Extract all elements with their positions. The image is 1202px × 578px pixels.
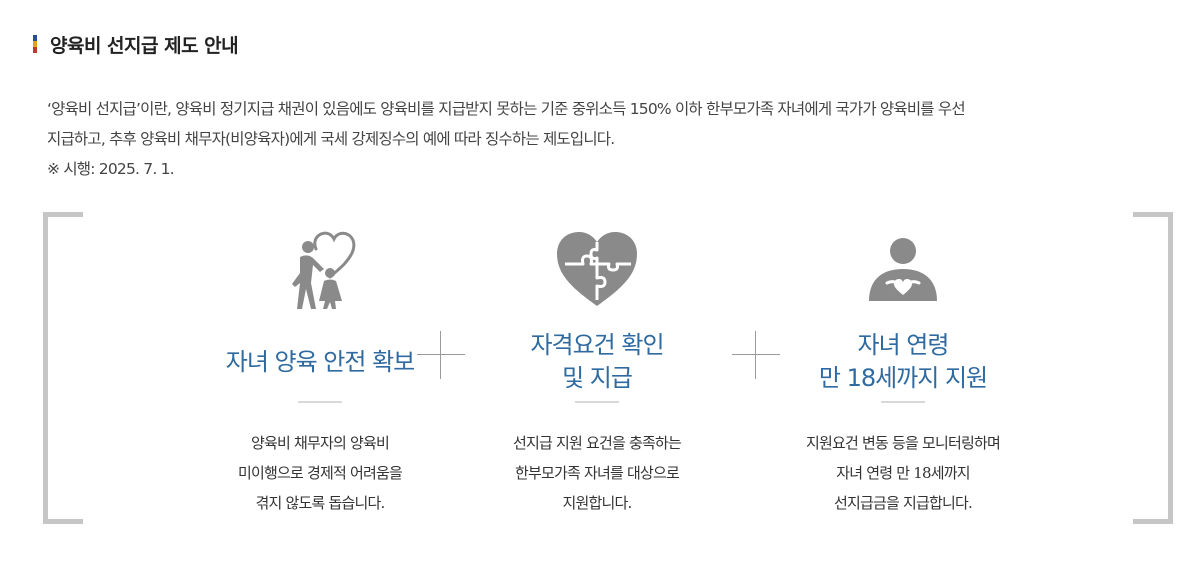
plus-separator (732, 331, 780, 379)
feature-eligibility: 자격요건 확인 및 지급 선지급 지원 요건을 충족하는 한부모가족 자녀를 대… (417, 212, 777, 524)
feature-description: 선지급 지원 요건을 충족하는 한부모가족 자녀를 대상으로 지원합니다. (417, 428, 777, 518)
intro-line-1: ‘양육비 선지급’이란, 양육비 정기지급 채권이 있음에도 양육비를 지급받지… (47, 100, 966, 118)
marker-yellow (33, 41, 37, 47)
feature-heading: 자격요건 확인 및 지급 (417, 322, 777, 402)
feature-desc-line: 양육비 채무자의 양육비 (251, 434, 390, 452)
feature-desc-line: 선지급금을 지급합니다. (834, 494, 973, 512)
parent-child-heart-icon (272, 228, 368, 312)
effective-date: ※ 시행: 2025. 7. 1. (47, 160, 175, 178)
feature-desc-line: 한부모가족 자녀를 대상으로 (515, 464, 680, 482)
feature-heading-line: 자녀 양육 안전 확보 (225, 347, 416, 376)
feature-description: 지원요건 변동 등을 모니터링하며 자녀 연령 만 18세까지 선지급금을 지급… (723, 428, 1083, 518)
person-holding-heart-icon (855, 228, 951, 312)
right-bracket (1133, 212, 1173, 524)
feature-age-limit: 자녀 연령 만 18세까지 지원 지원요건 변동 등을 모니터링하며 자녀 연령… (723, 212, 1083, 524)
feature-divider (575, 401, 619, 403)
intro-text: ‘양육비 선지급’이란, 양육비 정기지급 채권이 있음에도 양육비를 지급받지… (47, 94, 1177, 184)
feature-desc-line: 선지급 지원 요건을 충족하는 (513, 434, 682, 452)
feature-panel: 자녀 양육 안전 확보 양육비 채무자의 양육비 미이행으로 경제적 어려움을 … (43, 212, 1173, 524)
feature-desc-line: 겪지 않도록 돕습니다. (255, 494, 386, 512)
marker-red (33, 47, 37, 53)
marker-blue (33, 35, 37, 41)
feature-description: 양육비 채무자의 양육비 미이행으로 경제적 어려움을 겪지 않도록 돕습니다. (140, 428, 500, 518)
feature-heading-line: 자격요건 확인 (530, 331, 664, 359)
page-title: 양육비 선지급 제도 안내 (50, 34, 239, 57)
feature-desc-line: 자녀 연령 만 18세까지 (836, 464, 970, 482)
feature-heading-line: 만 18세까지 지원 (818, 364, 988, 392)
feature-desc-line: 미이행으로 경제적 어려움을 (238, 464, 403, 482)
feature-heading: 자녀 양육 안전 확보 (140, 322, 500, 402)
feature-desc-line: 지원요건 변동 등을 모니터링하며 (806, 434, 1001, 452)
feature-child-safety: 자녀 양육 안전 확보 양육비 채무자의 양육비 미이행으로 경제적 어려움을 … (140, 212, 500, 524)
feature-desc-line: 지원합니다. (562, 494, 633, 512)
left-bracket (43, 212, 83, 524)
title-marker (33, 35, 37, 53)
feature-divider (881, 401, 925, 403)
puzzle-heart-icon (549, 228, 645, 312)
intro-line-2: 지급하고, 추후 양육비 채무자(비양육자)에게 국세 강제징수의 예에 따라 … (47, 130, 615, 148)
plus-separator (417, 331, 465, 379)
feature-divider (298, 401, 342, 403)
feature-heading-line: 및 지급 (562, 364, 633, 392)
feature-heading: 자녀 연령 만 18세까지 지원 (723, 322, 1083, 402)
section-title: 양육비 선지급 제도 안내 (33, 30, 239, 58)
feature-heading-line: 자녀 연령 (857, 331, 950, 359)
